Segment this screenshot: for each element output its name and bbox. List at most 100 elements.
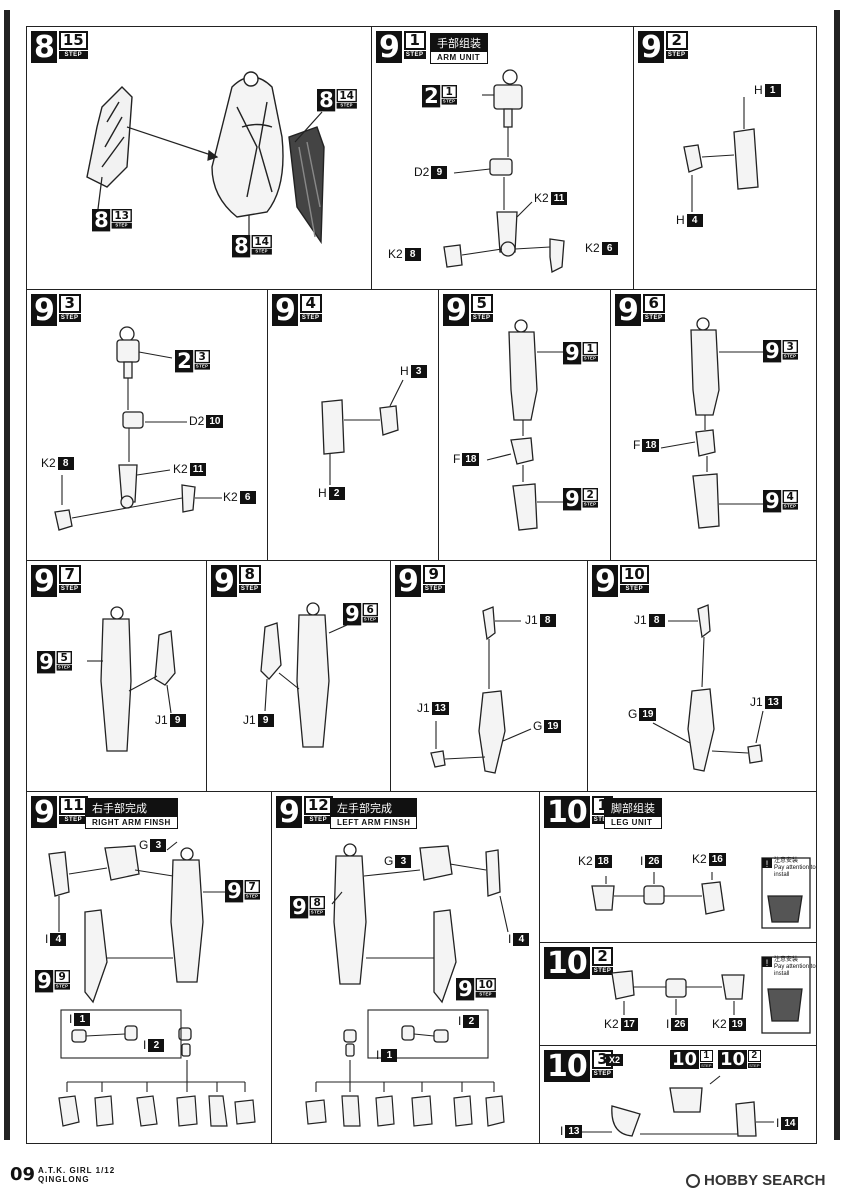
- svg-text:!: !: [766, 859, 769, 869]
- title-left-arm-finish: 左手部完成 LEFT ARM FINSH: [330, 798, 418, 829]
- leg-joint-illustration: [580, 1075, 774, 1137]
- title-leg-unit: 脚部组装 LEG UNIT: [604, 798, 662, 829]
- leg-unit-illustration-1: !: [591, 857, 811, 929]
- multiplier-badge: X2: [606, 1054, 624, 1066]
- page-number: 09: [10, 1164, 36, 1185]
- frame-right: [834, 10, 840, 1140]
- frame-left: [4, 10, 10, 1140]
- step-word: STEP: [58, 51, 88, 59]
- leg-unit-illustration-2: !: [611, 956, 811, 1034]
- forearm-armor-illustration-10: [652, 604, 764, 772]
- title-right-arm-finish: 右手部完成 RIGHT ARM FINSH: [85, 798, 178, 829]
- arm-assembly-illustration-6: [660, 317, 763, 529]
- forearm-armor-illustration-9: [430, 606, 532, 774]
- left-arm-finish-illustration: [305, 843, 509, 1127]
- arm-armor-illustration-7: [87, 606, 176, 752]
- watermark: HOBBY SEARCH: [686, 1172, 825, 1189]
- attention-note: 注意安装 Pay attention to install: [774, 957, 816, 977]
- right-arm-finish-illustration: [48, 841, 256, 1127]
- svg-text:!: !: [766, 958, 769, 968]
- hand-options-right: [58, 1095, 256, 1127]
- arm-armor-illustration-8: [260, 602, 348, 748]
- torso-parts-illustration: [86, 71, 325, 245]
- step-main-number: 8: [31, 31, 57, 63]
- product-title: A.T.K. GIRL 1/12 QINGLONG: [38, 1166, 116, 1184]
- hand-parts-illustration: [683, 97, 759, 212]
- warning-icon: !: [762, 858, 772, 869]
- arm-parts-illustration: [443, 69, 565, 273]
- warning-icon: !: [762, 957, 772, 968]
